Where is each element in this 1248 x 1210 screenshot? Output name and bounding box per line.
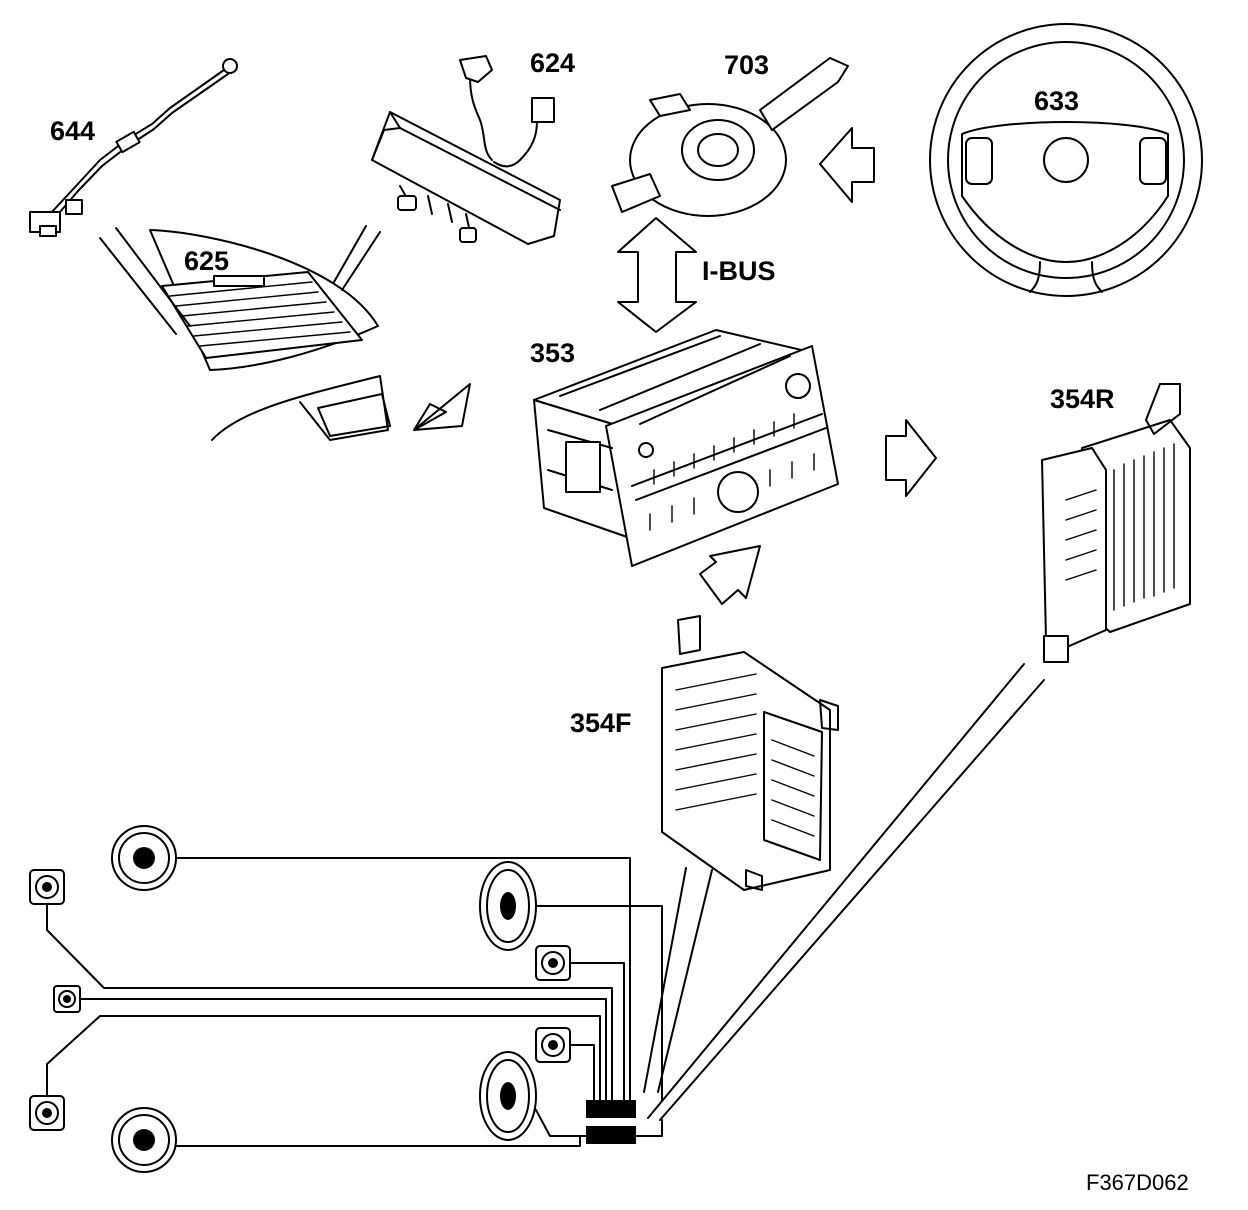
- tweeter-mid-left: [53, 985, 81, 1013]
- tweeter-top-left: [29, 869, 65, 905]
- module-624: [371, 55, 561, 245]
- arrow-headunit-to-amp-rear: [885, 419, 937, 497]
- speakers: [29, 825, 571, 1173]
- tweeter-bottom-left: [29, 1095, 65, 1131]
- label-353: 353: [530, 338, 575, 368]
- speaker-oval-bottom: [479, 1051, 537, 1141]
- speaker-round-bottom: [111, 1107, 177, 1173]
- figure-code: F367D062: [1086, 1170, 1189, 1195]
- label-ibus: I-BUS: [702, 256, 776, 286]
- label-624: 624: [530, 48, 575, 78]
- tweeter-center-lower: [535, 1027, 571, 1063]
- speaker-wiring: [46, 857, 663, 1147]
- rear-window-625: [99, 225, 391, 441]
- tweeter-center-upper: [535, 945, 571, 981]
- steering-wheel-633: [929, 23, 1203, 297]
- label-644: 644: [50, 116, 95, 146]
- connector-lower: [586, 1126, 636, 1144]
- amp-leader-lines: [643, 663, 1045, 1121]
- label-625: 625: [184, 246, 229, 276]
- amp-rear-354r: [1041, 383, 1191, 663]
- label-703: 703: [724, 50, 769, 80]
- head-unit-353: [533, 329, 839, 567]
- label-354r: 354R: [1050, 384, 1115, 414]
- switch-703: [611, 57, 849, 217]
- speaker-oval-top: [479, 861, 537, 951]
- connector-upper: [586, 1100, 636, 1118]
- arrow-wheel-to-switch: [819, 127, 875, 203]
- arrow-window-to-headunit: [413, 383, 471, 431]
- ibus-arrow: [617, 217, 697, 333]
- amp-front-354f: [661, 615, 839, 891]
- speaker-round-top: [111, 825, 177, 891]
- arrow-headunit-to-amp-front: [699, 545, 761, 605]
- label-633: 633: [1034, 86, 1079, 116]
- antenna-644: [29, 58, 238, 237]
- label-354f: 354F: [570, 708, 632, 738]
